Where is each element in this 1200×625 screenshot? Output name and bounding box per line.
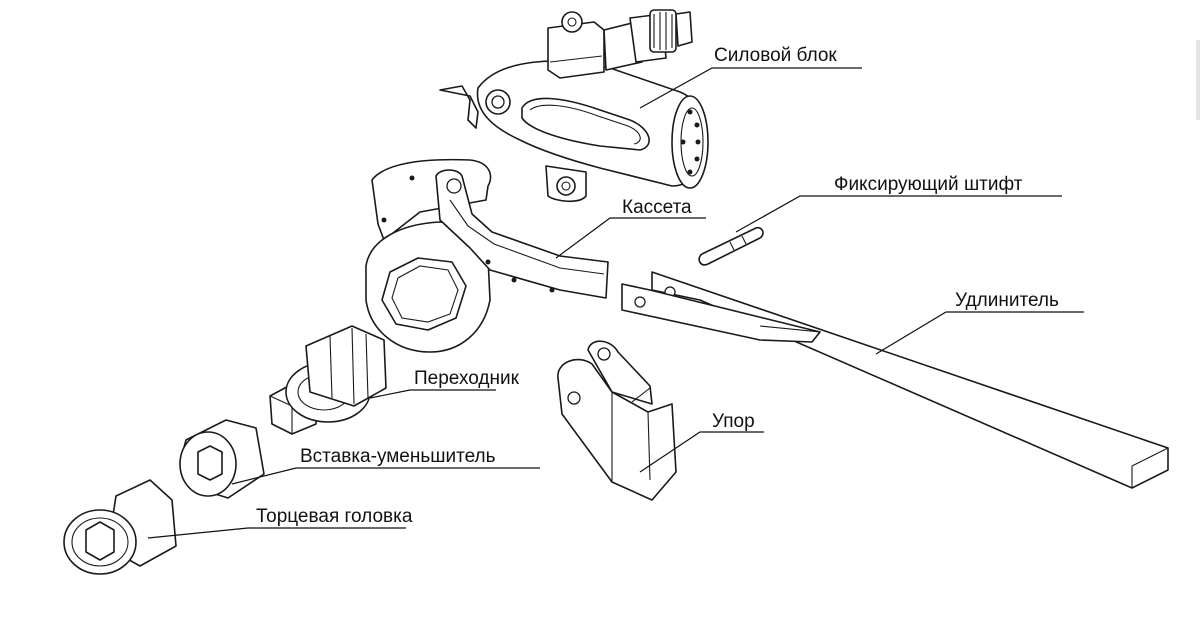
label-locking-pin: Фиксирующий штифт (834, 174, 1023, 195)
page-edge-divider (1196, 40, 1200, 120)
stop-drawing (557, 340, 677, 501)
extension-drawing (621, 271, 1169, 489)
label-reducer-insert: Вставка-уменьшитель (300, 446, 496, 467)
socket-head-drawing (63, 479, 177, 575)
cassette-drawing (365, 158, 609, 353)
power-unit-drawing (439, 9, 709, 203)
label-adapter: Переходник (414, 368, 519, 389)
reducer-insert-drawing (179, 419, 265, 499)
locking-pin-drawing (698, 226, 764, 266)
label-stop: Упор (712, 411, 755, 432)
label-extension: Удлинитель (955, 290, 1059, 311)
label-power-unit: Силовой блок (714, 45, 837, 66)
adapter-drawing (269, 325, 387, 435)
label-cassette: Кассета (622, 197, 692, 218)
label-socket-head: Торцевая головка (256, 506, 413, 527)
leader-lines (147, 67, 1084, 539)
